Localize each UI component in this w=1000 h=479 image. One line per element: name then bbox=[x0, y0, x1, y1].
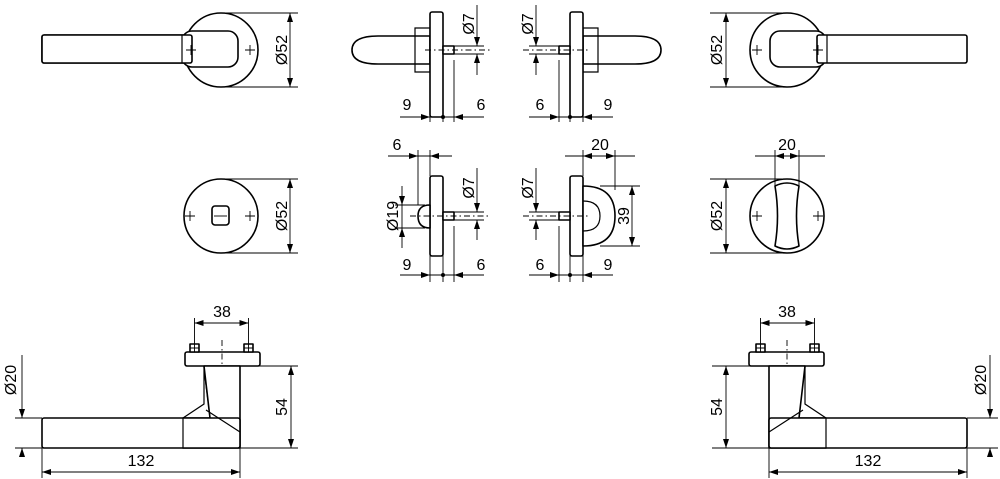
lever-top-view-left bbox=[15, 318, 298, 478]
dim-wc-spindle-right: Ø7 bbox=[520, 177, 537, 198]
dim-turn-depth: 20 bbox=[591, 137, 609, 154]
dim-spindle-length-right: 6 bbox=[536, 97, 545, 114]
dim-lever-length-left: 132 bbox=[128, 453, 155, 470]
wc-turn-front bbox=[710, 150, 825, 254]
wc-rose-front bbox=[183, 178, 298, 254]
dim-spindle-right: Ø7 bbox=[520, 13, 537, 34]
dim-lever-length-right: 132 bbox=[855, 453, 882, 470]
dim-rose-thickness-left: 9 bbox=[403, 97, 412, 114]
dim-spindle-length-left: 6 bbox=[477, 97, 486, 114]
lever-side-view-left bbox=[351, 5, 490, 122]
dim-lever-height-right: 54 bbox=[709, 398, 726, 416]
lever-top-view-right bbox=[712, 318, 998, 478]
lever-rose-front-right bbox=[710, 12, 968, 88]
dim-turn-height: 39 bbox=[616, 207, 633, 225]
dim-knob-diameter: Ø19 bbox=[385, 201, 402, 231]
dim-fixing-spacing-left: 38 bbox=[213, 304, 231, 321]
dim-wc-spindle-left: Ø7 bbox=[461, 177, 478, 198]
dim-wc-rose-thickness-right: 9 bbox=[604, 257, 613, 274]
dim-wc-spindle-length-left: 6 bbox=[477, 257, 486, 274]
wc-side-view-right bbox=[523, 150, 640, 282]
dim-wc-turn-rose-diameter: Ø52 bbox=[709, 201, 726, 231]
dim-fixing-spacing-right: 38 bbox=[778, 304, 796, 321]
dim-rose-diameter: Ø52 bbox=[274, 35, 291, 65]
dim-lever-thickness-left: Ø20 bbox=[3, 365, 20, 395]
lever-side-view-right bbox=[523, 5, 662, 122]
dim-wc-rose-thickness-left: 9 bbox=[403, 257, 412, 274]
dim-lever-height-left: 54 bbox=[274, 398, 291, 416]
wc-side-view-left bbox=[388, 150, 490, 282]
dim-lever-thickness-right: Ø20 bbox=[973, 365, 990, 395]
lever-rose-front-left bbox=[41, 12, 298, 88]
dim-spindle-left: Ø7 bbox=[461, 13, 478, 34]
dim-knob-offset: 6 bbox=[393, 137, 402, 154]
dim-wc-spindle-length-right: 6 bbox=[536, 257, 545, 274]
dim-turn-width: 20 bbox=[778, 137, 796, 154]
dim-rose-diameter-right: Ø52 bbox=[709, 35, 726, 65]
dim-wc-rose-diameter: Ø52 bbox=[274, 201, 291, 231]
dim-rose-thickness-right: 9 bbox=[604, 97, 613, 114]
